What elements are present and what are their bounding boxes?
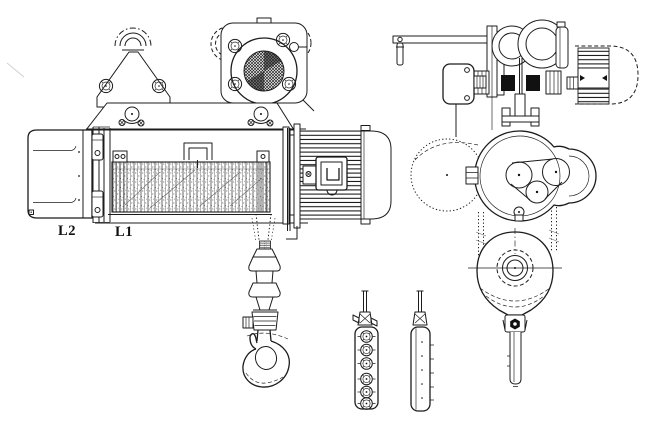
electrical-box-side: [442, 63, 487, 137]
hook-shank-side: [507, 332, 522, 387]
pendant-body-side: [410, 326, 431, 412]
eyebolt-left: [118, 106, 145, 127]
trolley-side: [461, 19, 579, 130]
stray-mark: [6, 62, 25, 78]
swivel-upper-flange: [248, 256, 281, 272]
hook-pin: [502, 314, 528, 333]
hook-assembly-front: [242, 213, 290, 388]
eyebolt-right: [247, 106, 274, 127]
drum-flange-left: [91, 126, 111, 223]
pendant-stations: [352, 290, 434, 412]
control-panel-box: [27, 129, 93, 219]
rope-guide-bracket: [183, 142, 213, 168]
torque-arm: [392, 35, 493, 66]
ibeam-flange-section: [501, 58, 540, 96]
motor-end-cap: [360, 130, 392, 220]
wire-ropes-side: [475, 207, 560, 256]
drive-trolley-unit: [210, 17, 315, 112]
front-view: L2 L1: [27, 17, 392, 388]
hoist-body: [27, 123, 392, 240]
swivel-lower-flange: [248, 282, 281, 298]
limit-switch-rod: [286, 128, 298, 240]
pendant-side: [410, 290, 434, 412]
idler-trolley-wheel: [96, 27, 171, 108]
side-view: [392, 19, 639, 387]
pendant-cable-side: [418, 291, 422, 312]
hanger-bracket: [501, 93, 540, 127]
pendant-cable: [363, 291, 367, 312]
rope-drum: [111, 150, 271, 213]
label-l2: L2: [58, 223, 76, 239]
trolley-motor-side: [575, 45, 639, 105]
lifting-hook: [242, 329, 290, 388]
pendant-body: [354, 326, 379, 410]
suspension-plate: [85, 102, 295, 131]
pendant-front: [352, 290, 379, 410]
trolley-wheel-treads: [473, 70, 562, 95]
terminal-box: [315, 156, 348, 191]
hoist-motor: [282, 123, 392, 229]
gear-housing: [465, 130, 597, 222]
label-l1: L1: [115, 224, 133, 240]
hook-block-side: [468, 228, 562, 387]
